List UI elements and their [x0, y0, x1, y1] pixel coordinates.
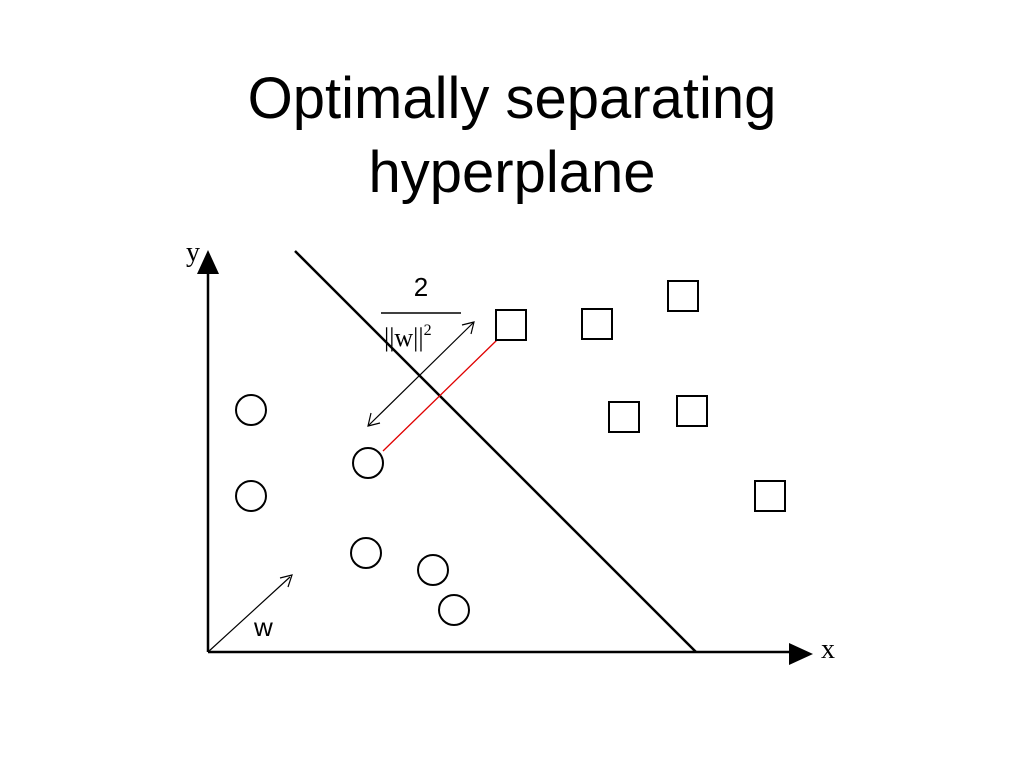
- normal-vector-label: w: [253, 612, 273, 642]
- circle-point: [235, 394, 267, 426]
- square-point-support: [495, 309, 527, 341]
- circle-point: [235, 480, 267, 512]
- title-line-1: Optimally separating: [247, 66, 777, 131]
- margin-formula: 2 ||w||2: [381, 272, 461, 352]
- normal-vector: w: [207, 574, 293, 653]
- margin-arrow-head-bottom: [367, 412, 381, 427]
- margin-formula-denominator: ||w||2: [384, 322, 432, 352]
- square-point: [608, 401, 640, 433]
- square-point: [754, 480, 786, 512]
- square-point: [676, 395, 708, 427]
- class-circles: [235, 394, 470, 626]
- class-squares: [495, 280, 786, 512]
- circle-point: [350, 537, 382, 569]
- y-axis-label: y: [186, 237, 200, 268]
- margin-formula-norm: ||w||: [384, 323, 424, 352]
- separating-hyperplane: [294, 250, 697, 653]
- title-line-2: hyperplane: [368, 140, 656, 205]
- square-point: [667, 280, 699, 312]
- circle-point: [438, 594, 470, 626]
- square-point: [581, 308, 613, 340]
- margin-formula-numerator: 2: [414, 272, 428, 302]
- slide-title: Optimally separating hyperplane: [0, 62, 1024, 210]
- support-vector-link: [382, 339, 498, 452]
- normal-vector-arrowhead: [279, 574, 293, 588]
- normal-vector-line: [207, 576, 291, 653]
- circle-point: [417, 554, 449, 586]
- circle-point-support: [352, 447, 384, 479]
- x-axis-arrowhead: [789, 643, 813, 665]
- margin-arrow-head-top: [461, 321, 475, 335]
- axes: y x: [186, 237, 835, 665]
- margin-arrow-line: [368, 322, 474, 426]
- margin-arrow: [367, 321, 475, 427]
- margin-formula-exponent: 2: [424, 322, 432, 339]
- y-axis-arrowhead: [197, 250, 219, 274]
- x-axis-label: x: [821, 634, 835, 665]
